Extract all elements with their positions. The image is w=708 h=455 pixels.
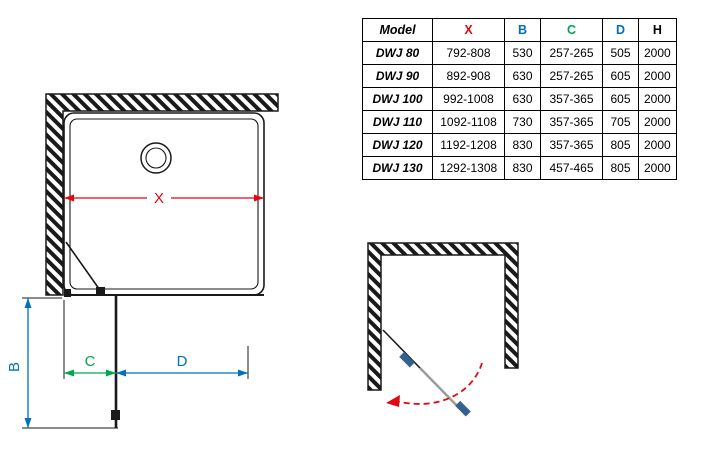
table-row: DWJ 80 792-808 530 257-265 505 2000 [362,41,677,65]
dimension-x: X [64,190,264,207]
table-cell-x: 992-1008 [432,87,505,111]
table-cell-x: 892-908 [432,64,505,88]
table-cell-model: DWJ 130 [362,156,433,180]
spec-table-header-h: H [638,18,677,42]
door-panel [111,295,120,428]
table-cell-h: 2000 [638,41,677,65]
table-cell-x: 792-808 [432,41,505,65]
table-cell-h: 2000 [638,110,677,134]
table-cell-b: 530 [504,41,541,65]
wall-section [367,242,519,391]
dimension-d-label: D [177,353,188,370]
dimension-c: C [63,300,116,379]
table-cell-c: 257-265 [540,41,603,65]
installation-diagram: X B C [6,93,279,429]
table-cell-b: 630 [504,64,541,88]
table-cell-b: 830 [504,156,541,180]
table-cell-d: 605 [602,87,639,111]
spec-table-header-d: D [602,18,639,42]
table-cell-h: 2000 [638,133,677,157]
spec-table-header-model: Model [362,18,433,42]
spec-table-header-row: Model X B C D H [362,18,677,42]
table-cell-c: 357-365 [540,87,603,111]
table-cell-d: 505 [602,41,639,65]
table-cell-b: 630 [504,87,541,111]
spec-table-header-b: B [504,18,541,42]
dimension-b-label: B [6,362,23,372]
table-cell-x: 1292-1308 [432,156,505,180]
table-cell-model: DWJ 110 [362,110,433,134]
swing-arc [395,362,483,405]
door-handle [111,410,120,420]
table-cell-model: DWJ 100 [362,87,433,111]
table-cell-c: 357-365 [540,110,603,134]
table-cell-d: 805 [602,156,639,180]
wall-section [45,93,279,296]
table-cell-c: 457-465 [540,156,603,180]
table-cell-model: DWJ 90 [362,64,433,88]
table-row: DWJ 100 992-1008 630 357-365 605 2000 [362,87,677,111]
table-cell-c: 257-265 [540,64,603,88]
swing-arrow [386,395,400,407]
table-cell-h: 2000 [638,64,677,88]
door-hinge-hardware [399,351,415,368]
table-cell-model: DWJ 120 [362,133,433,157]
table-cell-x: 1092-1108 [432,110,505,134]
table-row: DWJ 110 1092-1108 730 357-365 705 2000 [362,110,677,134]
spec-table: Model X B C D H DWJ 80 792-808 530 257-2… [362,18,677,180]
door-handle [455,400,471,417]
table-cell-model: DWJ 80 [362,41,433,65]
door-swing-diagram [367,242,519,417]
table-row: DWJ 130 1292-1308 830 457-465 805 2000 [362,156,677,180]
table-cell-d: 605 [602,64,639,88]
table-cell-d: 705 [602,110,639,134]
table-cell-h: 2000 [638,156,677,180]
table-cell-h: 2000 [638,87,677,111]
dimension-c-label: C [85,353,96,370]
table-cell-b: 730 [504,110,541,134]
table-row: DWJ 120 1192-1208 830 357-365 805 2000 [362,133,677,157]
table-cell-b: 830 [504,133,541,157]
table-cell-c: 357-365 [540,133,603,157]
spec-table-header-c: C [540,18,603,42]
dimension-b: B [6,297,118,429]
drain-circle [140,142,172,174]
door-hinge [64,241,264,297]
spec-table-header-x: X [432,18,505,42]
dimension-d: D [116,346,249,379]
shower-tray [63,112,265,296]
table-row: DWJ 90 892-908 630 257-265 605 2000 [362,64,677,88]
table-cell-x: 1192-1208 [432,133,505,157]
table-cell-d: 805 [602,133,639,157]
dimension-x-label: X [154,190,164,207]
